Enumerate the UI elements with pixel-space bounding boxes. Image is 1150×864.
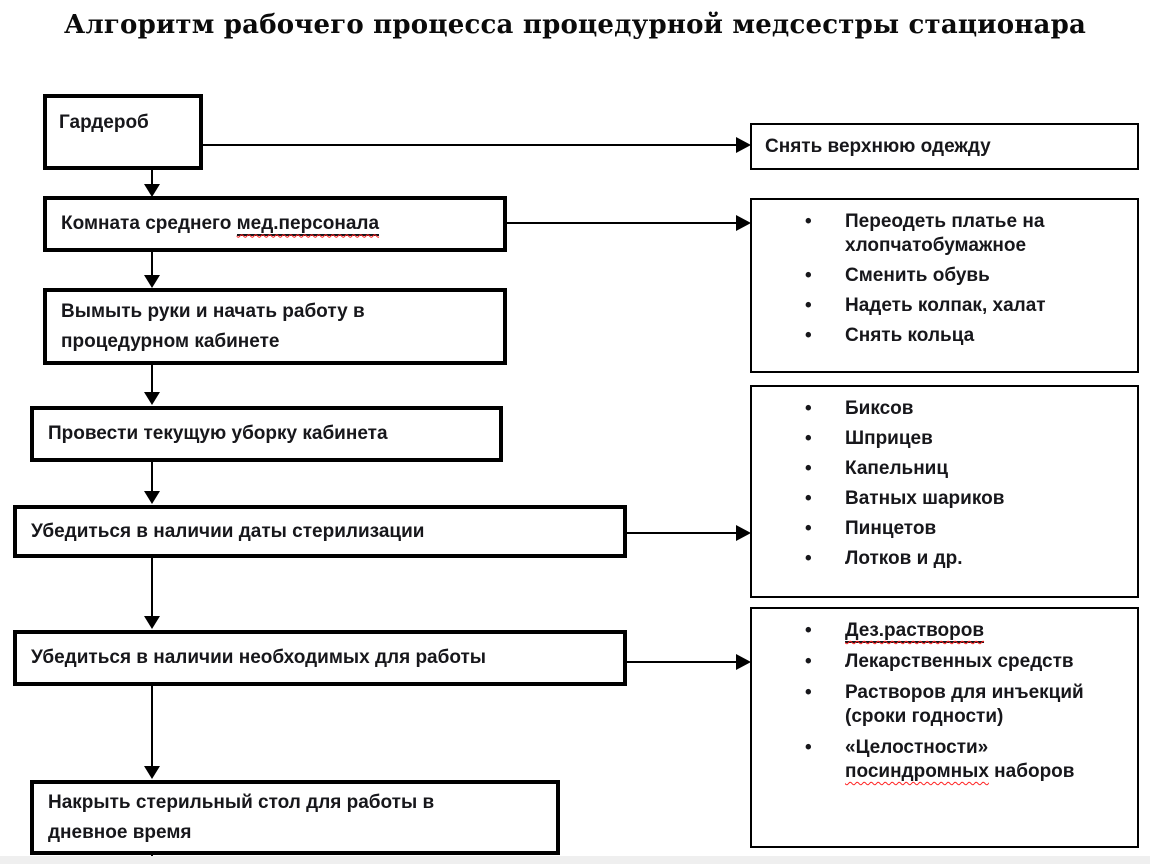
note-box-work-materials: • Дез.растворов • Лекарственных средств • Р…: [750, 607, 1139, 848]
list-item: • Лотков и др.: [805, 547, 1129, 571]
bullet-icon: •: [805, 518, 812, 539]
arrow-step1-step2: [151, 170, 153, 186]
misspelled-word: Дез.растворов: [845, 620, 985, 643]
list-item: • Лекарственных средств: [805, 650, 1129, 674]
list-item: • Пинцетов: [805, 517, 1129, 541]
flow-step-label: Комната среднего мед.персонала: [61, 209, 380, 238]
bullet-list: • Дез.растворов • Лекарственных средств • Р…: [752, 609, 1137, 784]
diagram-title: Алгоритм рабочего процесса процедурной м…: [63, 10, 1087, 40]
flow-step-label: Гардероб: [59, 112, 149, 133]
bullet-icon: •: [805, 211, 812, 232]
flow-step-wash-hands: Вымыть руки и начать работу в процедурно…: [43, 288, 507, 365]
flow-step-label: Накрыть стерильный стол для работы в дне…: [48, 792, 435, 843]
list-item: • Надеть колпак, халат: [805, 294, 1129, 318]
arrow-step6-step7: [151, 686, 153, 768]
arrowhead-down-icon: [144, 392, 160, 405]
bullet-icon: •: [805, 265, 812, 286]
list-item-text: Надеть колпак, халат: [845, 295, 1046, 316]
misspelled-word: посиндромных: [845, 761, 989, 782]
bullet-icon: •: [805, 620, 812, 641]
note-box-remove-outerwear: Снять верхнюю одежду: [750, 123, 1139, 170]
list-item-text: Переодеть платье на хлопчатобумажное: [845, 211, 1045, 256]
bullet-list: • Переодеть платье на хлопчатобумажное • С…: [752, 200, 1137, 348]
arrowhead-down-icon: [144, 275, 160, 288]
page-bottom-edge: [0, 856, 1150, 864]
list-item-text: Ватных шариков: [845, 488, 1005, 509]
list-item: • Шприцев: [805, 427, 1129, 451]
list-item-text: Биксов: [845, 398, 914, 419]
flow-step-staff-room: Комната среднего мед.персонала: [43, 196, 507, 252]
label-text: наборов: [988, 761, 1075, 782]
arrowhead-down-icon: [144, 616, 160, 629]
bullet-icon: •: [805, 458, 812, 479]
list-item: • Ватных шариков: [805, 487, 1129, 511]
note-box-change-clothes: • Переодеть платье на хлопчатобумажное • С…: [750, 198, 1139, 373]
flow-step-label: Убедиться в наличии необходимых для рабо…: [31, 647, 487, 669]
list-item: • Биксов: [805, 397, 1129, 421]
arrowhead-down-icon: [144, 491, 160, 504]
bullet-icon: •: [805, 295, 812, 316]
list-item-text: Капельниц: [845, 458, 949, 479]
list-item-text: Дез.растворов: [845, 619, 1129, 643]
flow-step-label: Убедиться в наличии даты стерилизации: [31, 520, 425, 542]
arrow-step2-note2: [507, 222, 738, 224]
list-item: • Переодеть платье на хлопчатобумажное: [805, 210, 1129, 258]
list-item-text: Лотков и др.: [845, 548, 963, 569]
arrowhead-right-icon: [736, 215, 751, 231]
flow-step-sterile-table: Накрыть стерильный стол для работы в дне…: [30, 780, 560, 855]
list-item-text: Снять кольца: [845, 325, 975, 346]
list-item-text: Шприцев: [845, 428, 933, 449]
bullet-icon: •: [805, 398, 812, 419]
bullet-icon: •: [805, 325, 812, 346]
bullet-icon: •: [805, 428, 812, 449]
arrowhead-right-icon: [736, 137, 751, 153]
bullet-icon: •: [805, 488, 812, 509]
list-item-text: Пинцетов: [845, 518, 937, 539]
note-box-sterile-items: • Биксов • Шприцев • Капельниц • Ватных шари…: [750, 385, 1139, 598]
flow-step-check-supplies: Убедиться в наличии необходимых для рабо…: [13, 630, 627, 686]
list-item-text: «Целостности» посиндромных наборов: [845, 736, 1129, 784]
arrow-step1-note1: [202, 144, 738, 146]
arrowhead-down-icon: [144, 766, 160, 779]
list-item: • Сменить обувь: [805, 264, 1129, 288]
flow-step-wardrobe: Гардероб: [43, 94, 203, 170]
arrowhead-right-icon: [736, 525, 751, 541]
arrow-step2-step3: [151, 252, 153, 276]
bullet-icon: •: [805, 651, 812, 672]
arrowhead-down-icon: [144, 184, 160, 197]
list-item: • Капельниц: [805, 457, 1129, 481]
flow-step-label: Провести текущую уборку кабинета: [48, 423, 388, 445]
misspelled-word: мед.персонала: [236, 213, 380, 237]
list-item: • Дез.растворов: [805, 619, 1129, 643]
flow-step-current-cleaning: Провести текущую уборку кабинета: [30, 406, 503, 462]
arrow-step4-step5: [151, 462, 153, 493]
list-item: • «Целостности» посиндромных наборов: [805, 736, 1129, 784]
list-item: • Растворов для инъекций (сроки годности): [805, 681, 1129, 729]
arrow-step6-note4: [627, 661, 738, 663]
bullet-icon: •: [805, 548, 812, 569]
list-item-text: Сменить обувь: [845, 265, 990, 286]
flow-step-check-sterilization-date: Убедиться в наличии даты стерилизации: [13, 505, 627, 558]
list-item-text: Лекарственных средств: [845, 651, 1074, 672]
bullet-list: • Биксов • Шприцев • Капельниц • Ватных шари…: [752, 387, 1137, 571]
list-item: • Снять кольца: [805, 324, 1129, 348]
flow-step-label: Вымыть руки и начать работу в процедурно…: [61, 301, 365, 352]
arrow-step5-note3: [627, 532, 738, 534]
label-text: «Целостности»: [845, 737, 989, 758]
bullet-icon: •: [805, 682, 812, 703]
label-text: Комната среднего: [61, 213, 237, 235]
bullet-icon: •: [805, 737, 812, 758]
list-item-text: Растворов для инъекций (сроки годности): [845, 682, 1084, 727]
note-text: Снять верхнюю одежду: [765, 135, 991, 157]
arrow-step3-step4: [151, 365, 153, 394]
arrow-step5-step6: [151, 558, 153, 618]
arrowhead-right-icon: [736, 654, 751, 670]
